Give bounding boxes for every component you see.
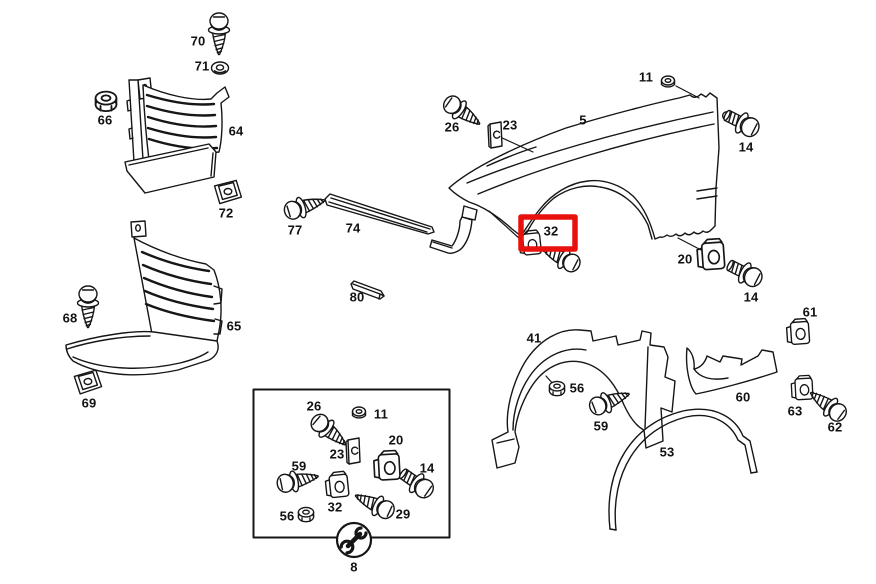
clip-61-drawing [785,317,811,346]
highlight-box-part-32[interactable] [518,214,578,252]
nut-66-drawing [94,90,118,113]
air-duct-panel-65-drawing [65,220,223,376]
block-80-drawing [350,280,385,300]
bolt-14-inset-drawing [394,462,439,504]
screw-26-inset-drawing [305,409,353,454]
wheel-arch-liner-41-drawing [491,329,676,469]
inset-hardware [274,406,439,524]
rail-74-drawing [324,193,435,235]
nut-56-inset-drawing [297,506,315,523]
screw-70-drawing [207,12,231,56]
wrench-icon [335,521,373,559]
nut-56-drawing [548,380,566,397]
screw-68-drawing [76,285,100,329]
bolt-14-bottom-drawing [722,254,767,292]
screw-77-drawing [281,189,329,224]
air-duct-panel-64-drawing [124,77,230,194]
grommet-11-inset-drawing [351,406,367,419]
arch-trim-53-drawing [608,408,758,531]
clip-20-inset-drawing [372,449,401,482]
screw-59-inset-drawing [274,465,321,496]
clip-69-drawing [73,369,103,395]
plate-23-inset-drawing [345,437,361,465]
clip-72-drawing [213,179,243,205]
washer-71-drawing [210,61,230,75]
plate-23-drawing [487,121,503,149]
clip-20-drawing [695,237,726,272]
fender-front-bracket-drawing [429,205,478,254]
clip-63-drawing [790,374,814,401]
bolt-14-top-drawing [719,104,764,142]
grommet-11-drawing [660,75,676,88]
clip-32-inset-drawing [323,470,350,499]
mud-flap-60-drawing [685,347,778,395]
screw-26-drawing [438,90,487,134]
fender-drawing [448,92,731,240]
screw-29-inset-drawing [350,485,399,524]
